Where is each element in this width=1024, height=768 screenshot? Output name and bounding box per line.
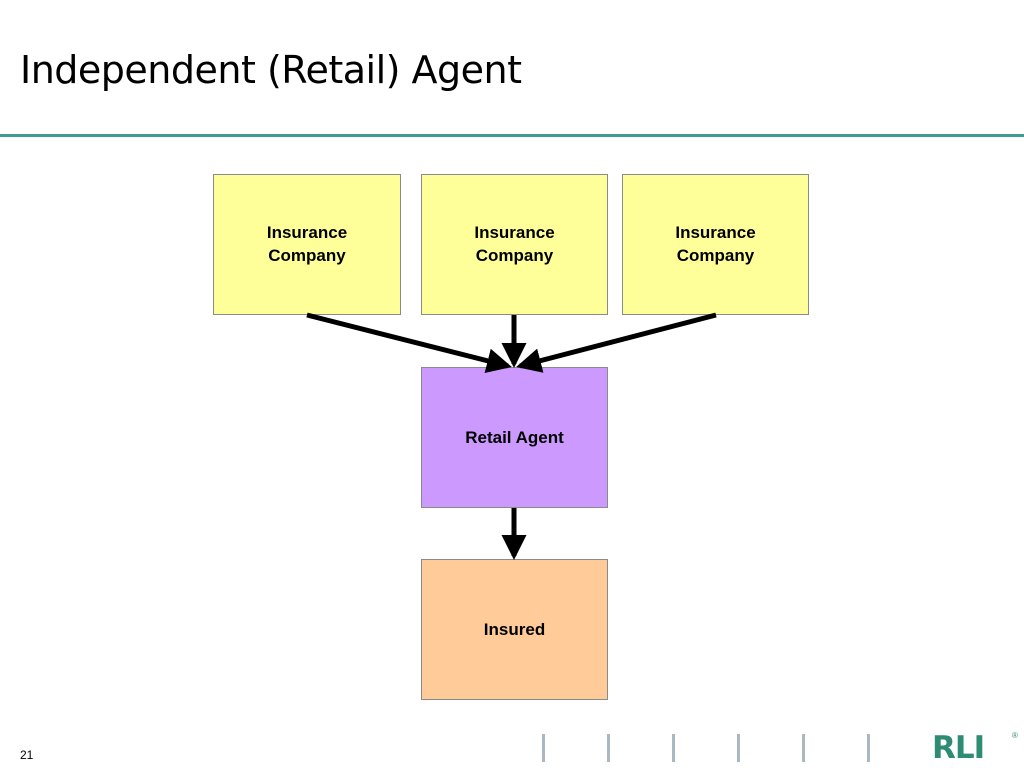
footer-bar <box>802 734 805 762</box>
insurance-company-label-3: Insurance Company <box>675 223 756 265</box>
insurance-company-label-2: Insurance Company <box>474 223 555 265</box>
insurance-company-label-1: Insurance Company <box>266 223 348 265</box>
slide-title: Independent (Retail) Agent <box>20 48 522 92</box>
arrow-company-3-to-agent <box>516 312 717 373</box>
arrow-company-1-to-agent <box>306 312 512 373</box>
insurance-company-box-1: Insurance Company <box>213 174 401 315</box>
insured-box: Insured <box>421 559 608 700</box>
insurance-company-box-2: Insurance Company <box>421 174 608 315</box>
footer-bar <box>867 734 870 762</box>
rli-logo: RLI ® <box>932 731 1020 765</box>
retail-agent-label: Retail Agent <box>465 428 564 447</box>
footer-decoration <box>535 734 895 764</box>
insured-label: Insured <box>483 620 546 639</box>
footer-bar <box>607 734 610 762</box>
registered-mark: ® <box>1012 731 1018 740</box>
rli-logo-text: RLI <box>932 730 985 766</box>
footer-bar <box>542 734 545 762</box>
page-number: 21 <box>20 748 34 762</box>
insurance-company-box-3: Insurance Company <box>622 174 809 315</box>
footer-bar <box>672 734 675 762</box>
title-divider <box>0 134 1024 137</box>
footer-bar <box>737 734 740 762</box>
retail-agent-box: Retail Agent <box>421 367 608 508</box>
